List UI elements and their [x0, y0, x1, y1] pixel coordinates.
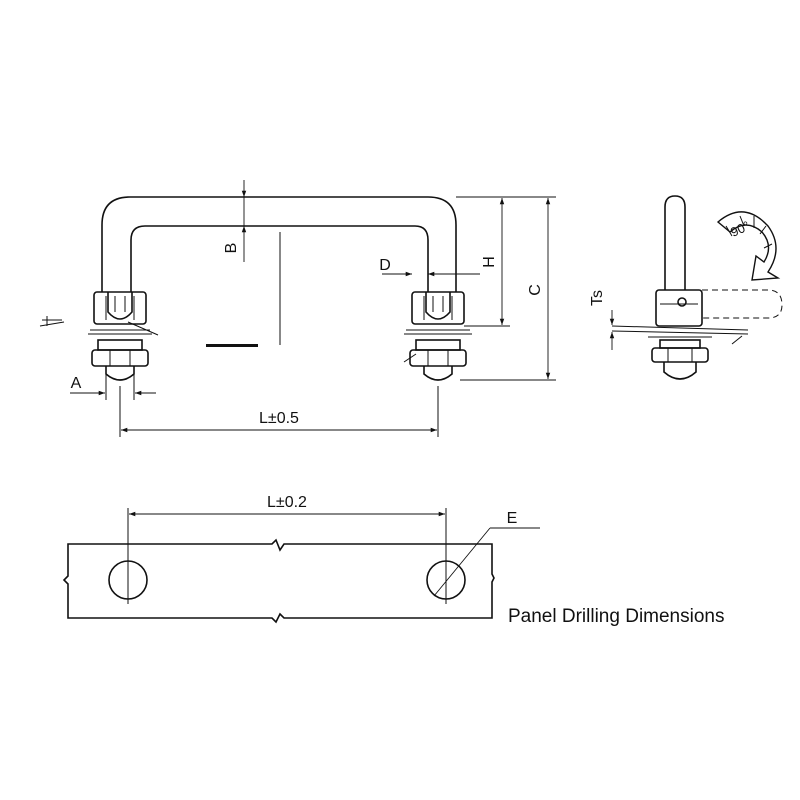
dimension-a: A [70, 370, 156, 400]
handle-side-view: 90° [611, 195, 783, 380]
dimension-b: B [223, 180, 247, 262]
handle-grip-outer [101, 196, 457, 292]
dimension-c: C [460, 196, 556, 381]
panel-outline [62, 538, 495, 624]
dimension-l-panel-label: L±0.2 [267, 494, 307, 511]
panel-caption: Panel Drilling Dimensions [508, 606, 724, 627]
side-folded-position [702, 289, 783, 319]
dimension-e-label: E [507, 510, 518, 527]
dimension-l-handle-label: L±0.5 [259, 410, 299, 427]
dimension-l-handle: L±0.5 [119, 386, 439, 437]
handle-grip-inner [130, 225, 429, 292]
rotation-arrow-icon [716, 211, 781, 281]
handle-front-view [39, 196, 472, 381]
right-mount [403, 291, 472, 381]
side-grip [664, 195, 686, 290]
side-pin-hole [677, 297, 687, 307]
dimension-c-label: C [527, 284, 544, 296]
side-panel-plate [611, 325, 749, 335]
dimension-l-panel: L±0.2 [129, 494, 445, 517]
dimension-ts-label: Ts [589, 290, 606, 306]
panel-drilling-view: E [62, 508, 540, 624]
dimension-ts: Ts [589, 290, 615, 350]
dimension-d-label: D [379, 257, 391, 274]
dimension-b-label: B [223, 243, 240, 254]
dimension-h: H [456, 196, 510, 327]
dimension-h-label: H [481, 256, 498, 268]
center-artifact [206, 344, 258, 347]
dimension-a-label: A [71, 375, 82, 392]
left-mount [88, 291, 159, 381]
dimension-d: D [379, 257, 480, 277]
left-cut-marks [39, 316, 65, 327]
